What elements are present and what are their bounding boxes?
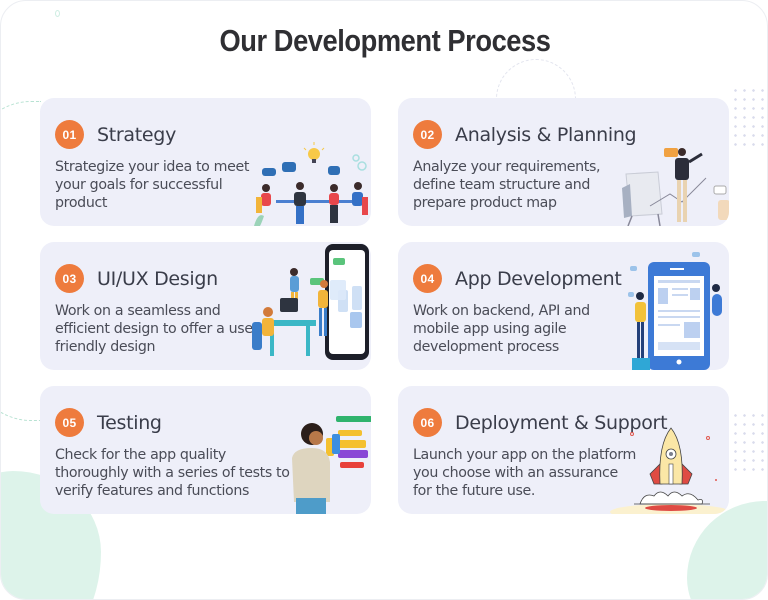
decorative-blob xyxy=(687,501,767,599)
process-card-app-development: 04 App Development Work on backend, API … xyxy=(398,242,729,370)
step-number-badge: 01 xyxy=(55,120,84,149)
team-meeting-illustration-icon xyxy=(254,142,368,226)
mobile-app-build-illustration-icon xyxy=(628,252,722,370)
tester-illustration-icon xyxy=(292,416,371,514)
page-title: Our Development Process xyxy=(219,23,551,58)
step-title: Deployment & Support xyxy=(455,411,668,434)
step-title: Testing xyxy=(97,411,162,434)
step-title: Strategy xyxy=(97,123,177,146)
decorative-dot-pattern xyxy=(731,86,767,146)
step-description: Check for the app quality thoroughly wit… xyxy=(55,447,290,499)
decorative-dashed-arc xyxy=(1,101,41,421)
decorative-circle xyxy=(55,10,60,17)
step-title: App Development xyxy=(455,267,622,290)
rocket-launch-illustration-icon xyxy=(610,427,729,514)
step-number-badge: 04 xyxy=(413,264,442,293)
step-number-badge: 02 xyxy=(413,120,442,149)
process-card-analysis-planning: 02 Analysis & Planning Analyze your requ… xyxy=(398,98,729,226)
step-description: Work on a seamless and efficient design … xyxy=(55,303,259,355)
step-number-badge: 06 xyxy=(413,408,442,437)
step-description: Analyze your requirements, define team s… xyxy=(413,159,601,211)
step-description: Launch your app on the platform you choo… xyxy=(413,447,636,499)
process-card-deployment-support: 06 Deployment & Support Launch your app … xyxy=(398,386,729,514)
step-number-badge: 03 xyxy=(55,264,84,293)
step-description: Work on backend, API and mobile app usin… xyxy=(413,303,590,355)
process-card-ui-ux-design: 03 UI/UX Design Work on a seamless and e… xyxy=(40,242,371,370)
designers-mobile-illustration-icon xyxy=(252,244,369,360)
process-card-testing: 05 Testing Check for the app quality tho… xyxy=(40,386,371,514)
step-title: Analysis & Planning xyxy=(455,123,637,146)
step-number-badge: 05 xyxy=(55,408,84,437)
presentation-illustration-icon xyxy=(622,148,729,226)
process-card-strategy: 01 Strategy Strategize your idea to meet… xyxy=(40,98,371,226)
step-description: Strategize your idea to meet your goals … xyxy=(55,159,250,211)
decorative-dot-pattern xyxy=(731,411,767,471)
step-title: UI/UX Design xyxy=(97,267,218,290)
